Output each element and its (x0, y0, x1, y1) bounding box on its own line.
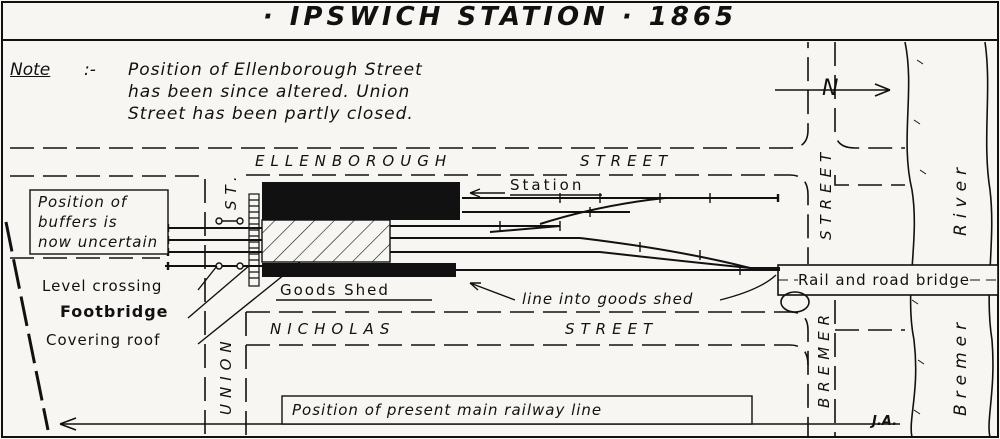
buffers-note-line: now uncertain (38, 233, 159, 251)
note-heading: Note (10, 60, 51, 80)
north-arrow (775, 83, 891, 97)
bremer-street-label: BREMER (815, 308, 833, 408)
river-label: River (951, 157, 971, 240)
line-into-goods-shed-label: line into goods shed (522, 290, 694, 308)
main-line-label: Position of present main railway line (292, 401, 603, 419)
station-building (262, 182, 460, 220)
ellenborough-street-suffix: STREET (580, 152, 674, 170)
goods-shed (262, 263, 456, 277)
bremer-river-label: Bremer (951, 312, 971, 420)
main-line-label-box (281, 395, 753, 425)
station-label: Station (510, 176, 585, 194)
footbridge-label: Footbridge (60, 302, 169, 321)
nicholas-street-label: NICHOLAS (270, 320, 396, 338)
note-line: Position of Ellenborough Street (128, 60, 423, 80)
covering-roof-label: Covering roof (46, 331, 161, 349)
nicholas-street-suffix: STREET (565, 320, 659, 338)
tracks (165, 197, 780, 271)
buffers-note-line: buffers is (38, 213, 118, 231)
drafter-initials: J.A. (872, 414, 898, 429)
level-crossing-markers (215, 217, 244, 270)
level-crossing-label: Level crossing (42, 277, 163, 295)
union-st-suffix: ST. (222, 170, 240, 210)
note-line: has been since altered. Union (128, 82, 411, 102)
rail-road-bridge-label: Rail and road bridge (798, 271, 970, 289)
note-separator: :- (84, 60, 96, 80)
main-line-arrowhead (59, 417, 77, 431)
goods-shed-label: Goods Shed (280, 281, 390, 299)
ellenborough-street-label: ELLENBOROUGH (255, 152, 453, 170)
leader-lines (187, 188, 777, 345)
buffers-note-line: Position of (38, 193, 128, 211)
river-banks (904, 41, 994, 438)
buffers-note-box (29, 189, 169, 255)
map-title: · IPSWICH STATION · 1865 (262, 2, 738, 32)
present-main-line-edge (4, 221, 50, 431)
bremer-street-suffix: STREET (817, 146, 835, 240)
union-street-label: UNION (217, 335, 235, 415)
covering-roof (261, 219, 391, 263)
note-line: Street has been partly closed. (128, 104, 414, 124)
north-marker: N (822, 76, 839, 101)
